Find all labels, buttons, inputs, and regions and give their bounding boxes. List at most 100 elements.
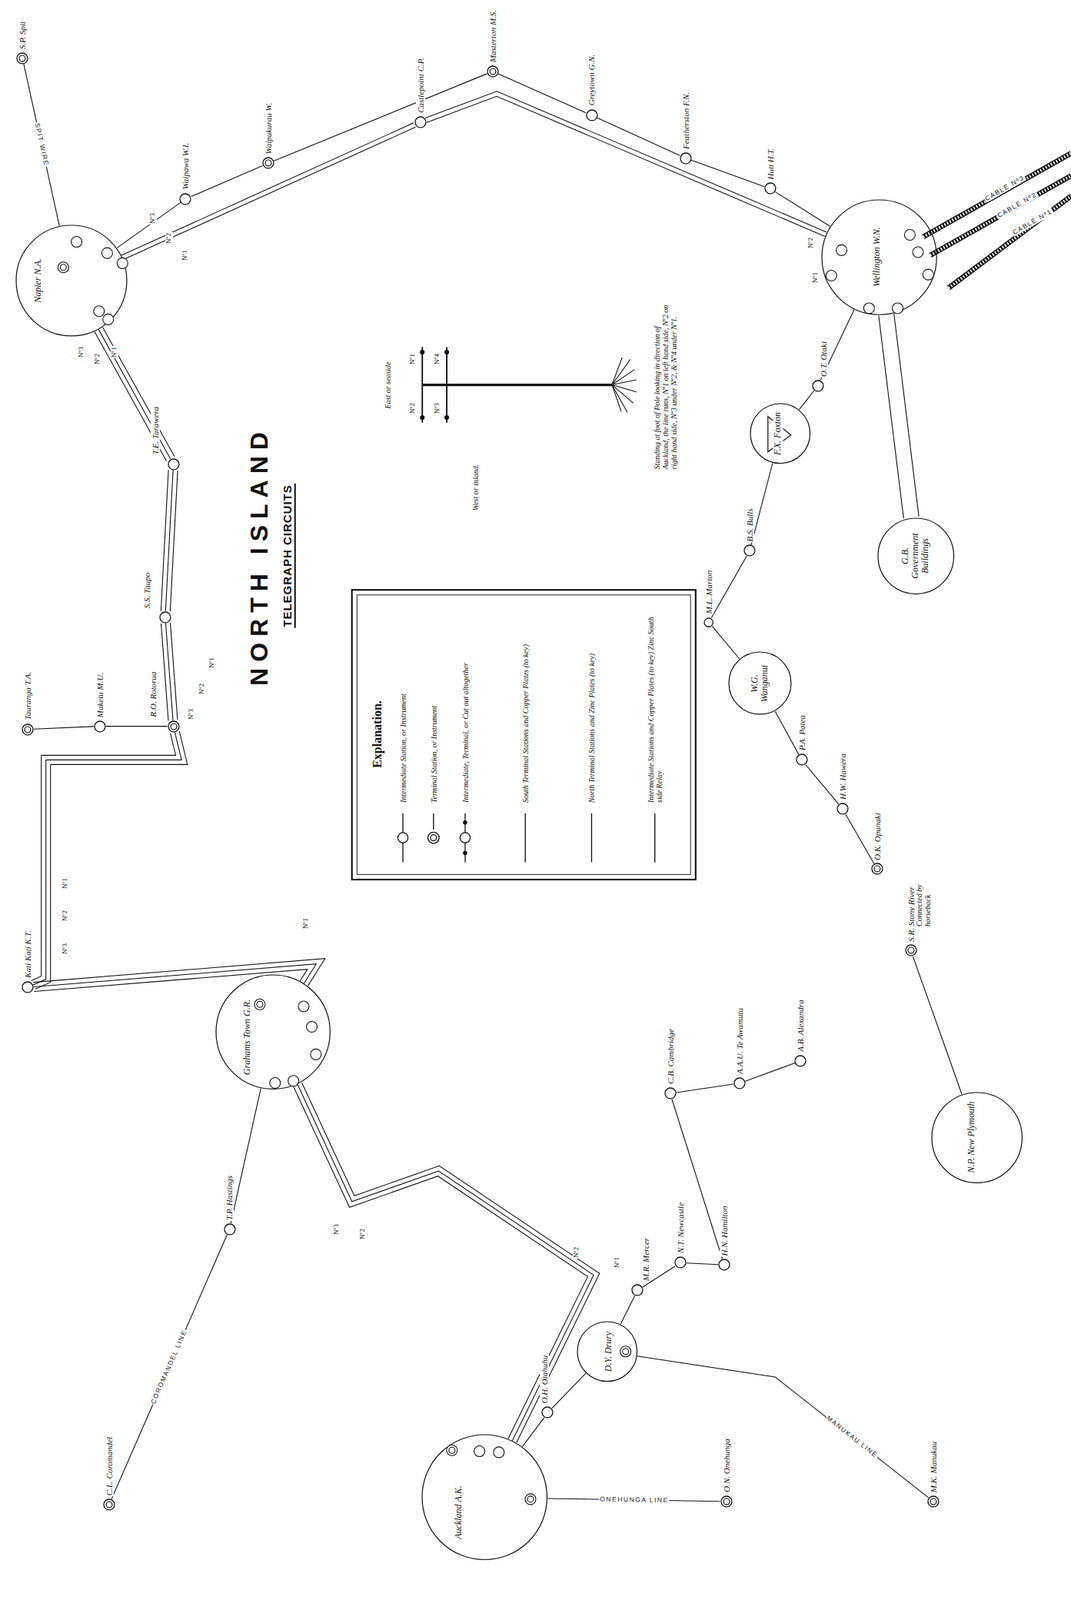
station-outline [16, 53, 28, 64]
telegraph-line [33, 726, 94, 729]
station-outline [718, 1259, 730, 1271]
station-outline [216, 974, 330, 1089]
instrument-terminal [474, 1446, 486, 1457]
station-outline [22, 724, 34, 736]
instrument-terminal [254, 999, 266, 1011]
station-circle [836, 802, 849, 815]
drawing-stroke [356, 595, 691, 875]
station-circle [167, 458, 180, 471]
telegraph-line [94, 327, 175, 462]
station-outline [796, 754, 808, 765]
terminal-ring [930, 1498, 937, 1505]
wire-strand [691, 159, 765, 187]
drawing-stroke [612, 385, 622, 412]
wire-strand [799, 390, 815, 410]
station-outline [577, 1321, 638, 1382]
wire-strand [774, 711, 799, 755]
annotation: Nº1 [811, 271, 820, 284]
station-circle [159, 611, 172, 624]
telegraph-line [878, 315, 904, 519]
wire-strand [620, 1295, 635, 1324]
wire-strand [894, 313, 919, 517]
line-label: ONEHUNGA LINE [598, 1495, 670, 1504]
drawing-stroke [654, 813, 656, 863]
station-circle [223, 1223, 237, 1236]
station-outline [422, 1434, 548, 1560]
station-outline [224, 1224, 236, 1235]
station-outline [22, 981, 34, 993]
station-node: D.Y. Drury [576, 1320, 639, 1383]
telegraph-line [522, 1417, 544, 1447]
station-outline [168, 459, 180, 470]
telegraph-line [799, 390, 815, 410]
station-outline [721, 1496, 732, 1507]
station-node: A.B. Alexandra [794, 1054, 807, 1068]
station-name: T.E. Tarawera [150, 405, 160, 456]
station-circle [16, 52, 29, 65]
station-circle [21, 981, 34, 994]
station-node: S.S. Taupo [159, 611, 172, 624]
station-outline [744, 545, 756, 556]
annotation: Nº1 [208, 656, 217, 669]
station-circle [764, 182, 777, 195]
instrument-terminal [904, 229, 915, 240]
station-outline [728, 651, 792, 715]
station-name: Greytown G.N. [586, 53, 596, 107]
drawing-stroke [923, 153, 1071, 237]
station-circle [103, 1498, 116, 1511]
station-outline [159, 612, 171, 623]
station-node: R.O. Rotorua [167, 720, 180, 733]
wire-strand [711, 625, 740, 659]
terminal-ring [106, 1501, 113, 1508]
station-outline [487, 66, 499, 77]
terminal-ring [723, 1498, 730, 1505]
annotation: West or inland. [471, 463, 480, 512]
annotation: Nº3 [77, 345, 86, 359]
wire-strand [33, 731, 182, 985]
drawing-stroke [352, 153, 1071, 880]
wire-strand [33, 726, 94, 729]
station-circle [733, 1077, 746, 1090]
wire-strand [94, 332, 167, 462]
wire-strand [33, 958, 325, 986]
station-name: O.N. Onehunga [721, 1438, 732, 1494]
station-name: Kati Kati K.T. [23, 929, 33, 979]
station-outline [179, 193, 191, 205]
station-outline [704, 618, 713, 627]
station-name: Masterton M.S. [488, 9, 498, 64]
station-outline [586, 109, 598, 121]
station-node: O.N. Onehunga [720, 1495, 733, 1508]
instrument-terminal [256, 1001, 263, 1008]
telegraph-line [845, 814, 875, 864]
instrument-terminal [269, 1077, 281, 1089]
telegraph-line [691, 159, 765, 187]
wire-strand [597, 117, 681, 156]
drawing-stroke [420, 415, 425, 420]
telegraph-line [805, 764, 839, 804]
station-node: Masterton M.S. [486, 65, 499, 78]
wire-strand [805, 764, 839, 804]
annotation: Nº1 [409, 352, 417, 366]
station-outline [94, 721, 106, 732]
terminal-ring [489, 68, 496, 75]
station-name: C.L. Coromandel [104, 1436, 114, 1497]
annotation: Nº2 [61, 909, 70, 922]
station-circle [664, 1087, 677, 1100]
telegraph-line [745, 1062, 795, 1081]
drawing-stroke [612, 357, 622, 386]
drawing-stroke [445, 350, 450, 355]
station-outline [665, 1087, 676, 1099]
annotation: Nº2 [807, 236, 815, 250]
telegraph-line [106, 725, 168, 727]
station-outline [837, 803, 849, 815]
telegraph-line [711, 555, 747, 618]
station-outline [905, 944, 917, 956]
station-node: T.E. Tarawera [167, 458, 180, 471]
station-name: M.R. Mercer [641, 1237, 651, 1282]
station-circle [795, 753, 809, 766]
annotation: Nº3 [61, 942, 70, 955]
instrument-terminal [449, 1447, 456, 1454]
station-circle [486, 65, 499, 78]
station-circle [811, 379, 825, 393]
wire-strand [161, 623, 169, 721]
